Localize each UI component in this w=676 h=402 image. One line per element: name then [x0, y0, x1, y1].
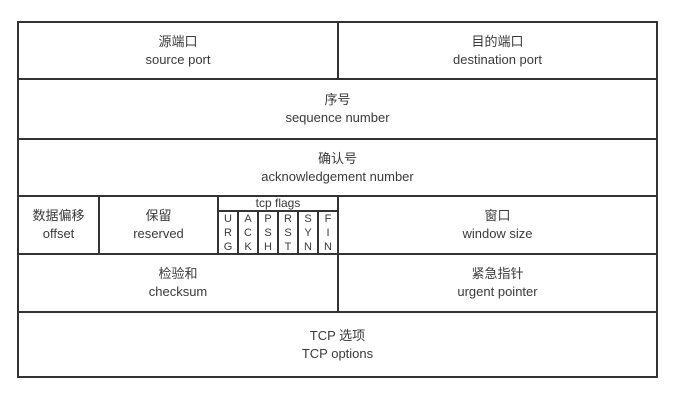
cell-source-port: 源端口 source port	[19, 23, 339, 78]
flag-column-urg: U R G	[219, 212, 239, 254]
flag-column-syn: S Y N	[299, 212, 319, 254]
flag-letter: G	[223, 241, 233, 253]
reserved-label-en: reserved	[133, 226, 184, 241]
flag-column-rst: R S T	[279, 212, 299, 254]
reserved-label-zh: 保留	[145, 208, 172, 223]
data-offset-label-en: offset	[42, 226, 75, 241]
row-checksum-urgent: 检验和 checksum 紧急指针 urgent pointer	[19, 255, 656, 313]
flag-letter: F	[324, 213, 332, 225]
destination-port-label-zh: 目的端口	[471, 33, 524, 49]
tcp-header-table: 源端口 source port 目的端口 destination port 序号…	[17, 21, 658, 378]
source-port-label-en: source port	[145, 51, 211, 67]
flag-column-fin: F I N	[319, 212, 337, 254]
checksum-label-zh: 检验和	[158, 266, 198, 281]
row-sequence-number: 序号 sequence number	[19, 80, 656, 140]
data-offset-label-zh: 数据偏移	[32, 208, 85, 223]
urgent-pointer-label-zh: 紧急指针	[471, 266, 524, 281]
flag-letter: R	[224, 227, 232, 239]
window-size-label-zh: 窗口	[484, 208, 511, 223]
flag-letter: Y	[304, 227, 312, 239]
sequence-number-label-zh: 序号	[324, 92, 351, 107]
checksum-label-en: checksum	[148, 284, 208, 299]
tcp-options-label-en: TCP options	[301, 345, 374, 361]
flag-letter: K	[244, 241, 252, 253]
window-size-label-en: window size	[462, 226, 533, 241]
tcp-flags-header: tcp flags	[219, 197, 337, 212]
flag-letter: A	[244, 213, 252, 225]
flag-letter: N	[304, 241, 312, 253]
flag-letter: R	[284, 213, 292, 225]
cell-destination-port: 目的端口 destination port	[339, 23, 656, 78]
acknowledgement-number-label-zh: 确认号	[317, 150, 357, 166]
tcp-flags-box: tcp flags U R G A C K P S H	[219, 197, 339, 254]
cell-tcp-options: TCP 选项 TCP options	[19, 313, 656, 376]
tcp-options-label-zh: TCP 选项	[309, 327, 366, 343]
row-ports: 源端口 source port 目的端口 destination port	[19, 23, 656, 80]
flag-letter: C	[244, 227, 252, 239]
source-port-label-zh: 源端口	[158, 33, 198, 49]
sequence-number-label-en: sequence number	[285, 110, 390, 125]
flag-letter: H	[264, 241, 272, 253]
flag-letter: P	[264, 213, 272, 225]
flag-letter: S	[264, 227, 272, 239]
urgent-pointer-label-en: urgent pointer	[457, 284, 538, 299]
cell-urgent-pointer: 紧急指针 urgent pointer	[339, 255, 656, 311]
flag-column-ack: A C K	[239, 212, 259, 254]
flag-column-psh: P S H	[259, 212, 279, 254]
cell-window-size: 窗口 window size	[339, 197, 656, 253]
flag-letter: I	[326, 227, 330, 239]
cell-data-offset: 数据偏移 offset	[19, 197, 100, 253]
destination-port-label-en: destination port	[453, 51, 542, 67]
flag-letter: S	[304, 213, 312, 225]
cell-reserved: 保留 reserved	[100, 197, 219, 253]
flag-letter: U	[224, 213, 232, 225]
flag-letter: S	[284, 227, 292, 239]
cell-sequence-number: 序号 sequence number	[19, 80, 656, 138]
flag-letter: N	[324, 241, 332, 253]
tcp-flags-grid: U R G A C K P S H R	[219, 212, 337, 254]
flag-letter: T	[284, 241, 292, 253]
row-tcp-options: TCP 选项 TCP options	[19, 313, 656, 376]
cell-checksum: 检验和 checksum	[19, 255, 339, 311]
row-acknowledgement-number: 确认号 acknowledgement number	[19, 140, 656, 197]
cell-acknowledgement-number: 确认号 acknowledgement number	[19, 140, 656, 195]
row-offset-flags-window: 数据偏移 offset 保留 reserved tcp flags U R G …	[19, 197, 656, 255]
acknowledgement-number-label-en: acknowledgement number	[261, 168, 414, 184]
